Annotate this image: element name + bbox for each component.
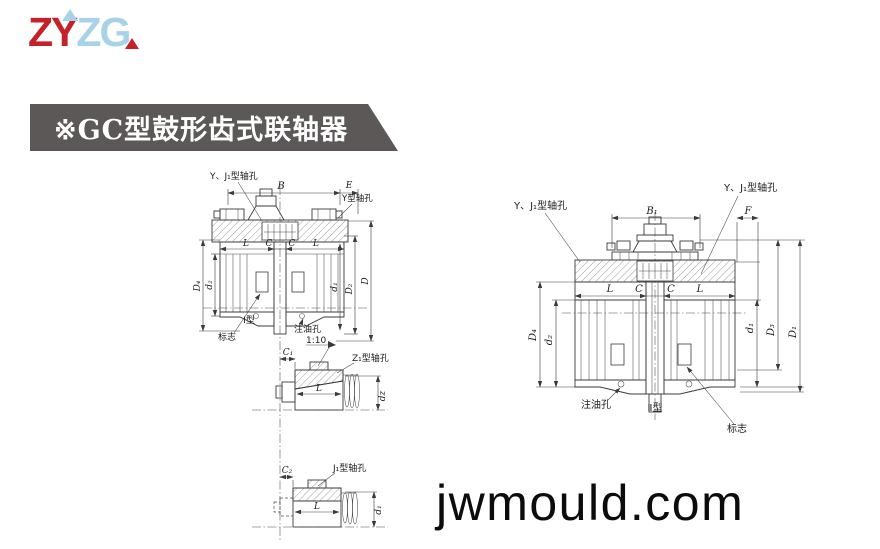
t2-dim-C-left: C — [635, 284, 643, 295]
j1-subfigure: C₂ J₁型轴孔 L d₁ — [252, 462, 388, 528]
t2-dim-d2: d₂ — [544, 335, 555, 345]
z1-taper-label: 1:10 — [306, 336, 326, 346]
j1-dim-C2: C₂ — [282, 466, 293, 476]
t1-hole-top-label: Y、J₁型轴孔 — [209, 170, 258, 182]
logo-blue-triangle-icon — [62, 9, 78, 21]
t2-hole-left-label: Y、J₁型轴孔 — [513, 199, 567, 212]
z1-dim-dz: dz — [378, 390, 388, 401]
z1-hole-label: Z₁型轴孔 — [352, 352, 389, 364]
t1-dim-d2: d₂ — [205, 280, 215, 290]
t2-mark-label: 标志 — [727, 422, 747, 435]
type2-drawing: B₁ F Y、J₁型轴孔 Y、J₁型轴孔 L C C L — [513, 181, 805, 435]
t2-dim-D3: D₃ — [766, 324, 777, 337]
t1-dim-L-left: L — [242, 239, 249, 249]
company-logo: ZYZG — [28, 8, 139, 58]
t2-oil-label: 注油孔 — [581, 398, 611, 411]
t1-dim-D: D — [361, 277, 371, 285]
z1-dim-L: L — [315, 384, 322, 394]
t2-type-label: Ⅱ型 — [648, 401, 663, 414]
title-banner: ※GC型鼓形齿式联轴器 — [30, 104, 398, 151]
logo-red-triangle-icon — [125, 38, 139, 49]
t2-dim-L-right: L — [696, 284, 704, 295]
t1-dim-C-left: C — [266, 239, 273, 249]
j1-dim-d1: d₁ — [374, 505, 384, 514]
t1-dim-B: B — [276, 181, 284, 192]
t2-hole-right-label: Y、J₁型轴孔 — [723, 181, 777, 194]
type1-drawing: B E Y、J₁型轴孔 Y型轴孔 L C C L D₄ d₂ d₁ D₂ D 标… — [193, 170, 374, 540]
t2-dim-D4: D₄ — [528, 329, 539, 342]
t1-dim-E: E — [345, 181, 353, 191]
j1-dim-L: L — [313, 502, 320, 512]
logo-text-zg: ZG — [76, 9, 131, 55]
t2-dim-L-left: L — [606, 284, 614, 295]
t1-mark-label: 标志 — [218, 331, 236, 343]
t2-dim-B1: B₁ — [645, 206, 657, 217]
t1-dim-d1: d₁ — [330, 282, 340, 291]
t1-dim-D2: D₂ — [345, 283, 355, 295]
t1-dim-D4: D₄ — [193, 280, 203, 292]
t1-oil-label: 注油孔 — [294, 323, 321, 335]
t1-type-label: Ⅰ型 — [243, 315, 255, 326]
t2-dim-C-right: C — [667, 284, 675, 295]
j1-hole-label: J₁型轴孔 — [332, 462, 366, 474]
z1-dim-C1: C₁ — [283, 348, 294, 358]
watermark-text: jwmould.com — [436, 475, 745, 531]
t1-dim-L-right: L — [312, 239, 319, 249]
t2-dim-d1: d₁ — [745, 323, 756, 333]
t2-dim-D1: D₁ — [788, 326, 799, 339]
page-title: ※GC型鼓形齿式联轴器 — [54, 115, 349, 146]
t1-hole-right-label: Y型轴孔 — [341, 193, 373, 204]
z1-subfigure: C₁ 1:10 Z₁型轴孔 L dz — [252, 336, 389, 411]
t2-dim-F: F — [744, 206, 753, 217]
t1-dim-C-right: C — [289, 239, 296, 249]
